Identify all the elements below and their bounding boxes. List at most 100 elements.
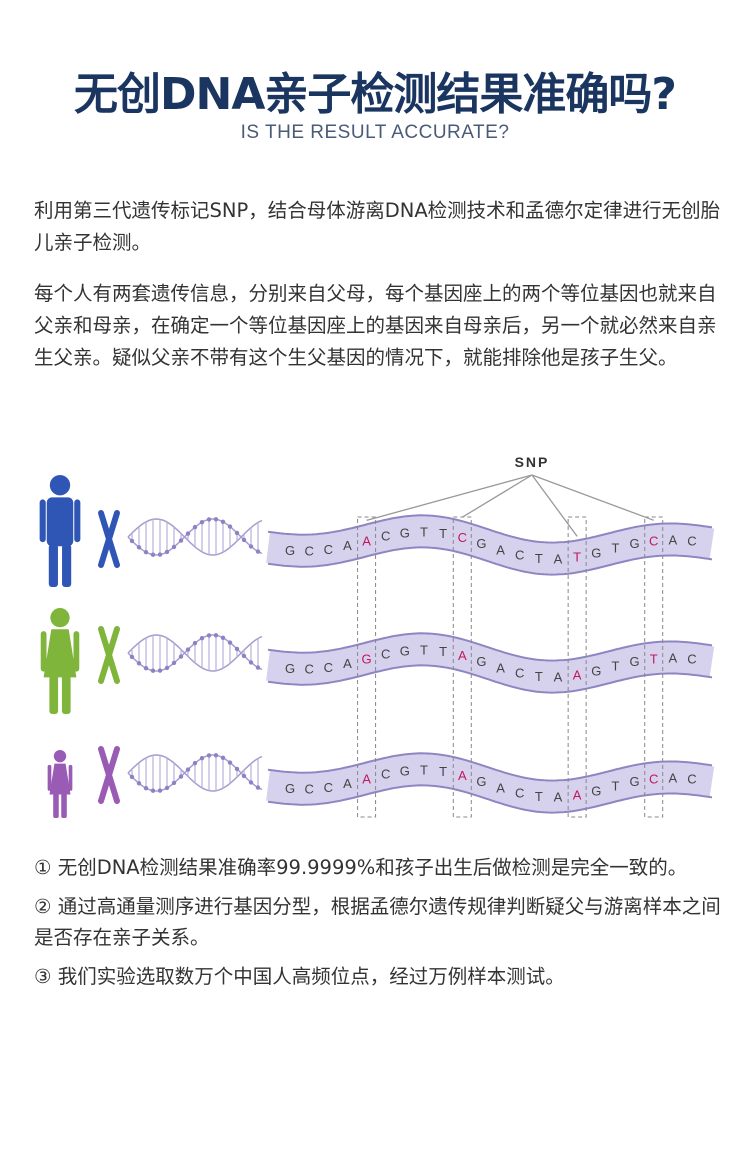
intro-paragraph: 利用第三代遗传标记SNP，结合母体游离DNA检测技术和孟德尔定律进行无创胎儿亲子… bbox=[34, 199, 721, 254]
base-letter: G bbox=[630, 654, 640, 669]
father-silhouette bbox=[39, 475, 81, 587]
base-letter: T bbox=[535, 551, 543, 566]
base-letter: A bbox=[496, 542, 505, 557]
base-letter: T bbox=[439, 764, 447, 779]
base-letter: T bbox=[535, 789, 543, 804]
base-letter: A bbox=[343, 656, 352, 671]
base-letter: A bbox=[669, 770, 678, 785]
base-letter: C bbox=[515, 548, 524, 563]
people-silhouettes bbox=[39, 475, 81, 818]
base-letter: C bbox=[381, 767, 390, 782]
explanation-paragraph: 每个人有两套遗传信息，分别来自父母，每个基因座上的两个等位基因也就来自父亲和母亲… bbox=[34, 282, 717, 369]
base-letter: A bbox=[458, 768, 467, 783]
base-letter: T bbox=[439, 526, 447, 541]
base-letter: T bbox=[611, 541, 619, 556]
note-marker: ③ bbox=[34, 965, 52, 988]
base-letter: A bbox=[496, 660, 505, 675]
base-letter: G bbox=[630, 536, 640, 551]
base-letter: G bbox=[591, 663, 601, 678]
base-letter: T bbox=[420, 524, 428, 539]
base-letter: A bbox=[362, 771, 371, 786]
snp-pointer-line bbox=[531, 474, 578, 537]
note-text: 无创DNA检测结果准确率99.9999%和孩子出生后做检测是完全一致的。 bbox=[57, 856, 688, 879]
base-letter: A bbox=[669, 650, 678, 665]
base-letter: G bbox=[285, 781, 295, 796]
base-letter: T bbox=[420, 642, 428, 657]
snp-box bbox=[644, 516, 664, 818]
base-letter: C bbox=[324, 542, 333, 557]
base-letter: G bbox=[285, 661, 295, 676]
dna-helix bbox=[127, 517, 263, 557]
base-letter: G bbox=[591, 783, 601, 798]
base-letter: C bbox=[687, 534, 696, 549]
child-silhouette bbox=[47, 750, 73, 818]
base-letter: C bbox=[458, 530, 467, 545]
mother-silhouette bbox=[40, 608, 80, 714]
note-text: 我们实验选取数万个中国人高频位点，经过万例样本测试。 bbox=[57, 965, 565, 988]
base-letter: T bbox=[420, 762, 428, 777]
base-letter: C bbox=[304, 544, 313, 559]
base-letter: C bbox=[649, 771, 658, 786]
snp-pointer-line bbox=[461, 474, 533, 518]
base-letter: C bbox=[515, 666, 524, 681]
base-letter: C bbox=[381, 529, 390, 544]
base-letter: C bbox=[687, 652, 696, 667]
base-letter: A bbox=[554, 789, 563, 804]
base-letter: A bbox=[669, 532, 678, 547]
base-letter: G bbox=[476, 654, 486, 669]
page-title: 无创DNA亲子检测结果准确吗? bbox=[74, 69, 677, 120]
base-letter: T bbox=[611, 779, 619, 794]
dna-helices bbox=[127, 517, 263, 793]
chromosomes bbox=[98, 510, 120, 804]
base-letter: A bbox=[573, 667, 582, 682]
father-chromosome bbox=[98, 510, 120, 568]
note-item-1: ① 无创DNA检测结果准确率99.9999%和孩子出生后做检测是完全一致的。 bbox=[34, 852, 724, 883]
snp-box bbox=[567, 516, 587, 818]
base-letter: G bbox=[476, 536, 486, 551]
notes-list: ① 无创DNA检测结果准确率99.9999%和孩子出生后做检测是完全一致的。 ②… bbox=[34, 852, 724, 1000]
snp-pointer-line bbox=[531, 474, 654, 521]
base-letter: C bbox=[324, 660, 333, 675]
note-marker: ① bbox=[34, 856, 52, 879]
base-letter: A bbox=[343, 776, 352, 791]
base-letter: T bbox=[573, 549, 581, 564]
base-letter: A bbox=[554, 551, 563, 566]
mother-chromosome bbox=[98, 626, 120, 684]
note-item-3: ③ 我们实验选取数万个中国人高频位点，经过万例样本测试。 bbox=[34, 961, 724, 992]
base-letter: G bbox=[476, 774, 486, 789]
note-text: 通过高通量测序进行基因分型，根据孟德尔遗传规律判断疑父与游离样本之间是否存在亲子… bbox=[34, 895, 721, 949]
note-marker: ② bbox=[34, 895, 52, 918]
child-chromosome bbox=[98, 746, 120, 804]
base-letter: C bbox=[304, 782, 313, 797]
base-letter: A bbox=[554, 669, 563, 684]
base-letter: G bbox=[400, 525, 410, 540]
base-letter: G bbox=[400, 763, 410, 778]
dna-helix bbox=[127, 633, 263, 673]
base-letter: C bbox=[515, 786, 524, 801]
base-letter: G bbox=[285, 543, 295, 558]
base-letter: A bbox=[573, 787, 582, 802]
snp-pointer-line bbox=[366, 474, 533, 522]
dna-helix bbox=[127, 753, 263, 793]
note-item-2: ② 通过高通量测序进行基因分型，根据孟德尔遗传规律判断疑父与游离样本之间是否存在… bbox=[34, 891, 724, 953]
page-subtitle: IS THE RESULT ACCURATE? bbox=[240, 122, 510, 143]
base-letter: C bbox=[649, 533, 658, 548]
snp-box bbox=[357, 516, 377, 818]
base-letter: T bbox=[611, 659, 619, 674]
base-letter: A bbox=[458, 648, 467, 663]
snp-label: SNP bbox=[515, 454, 550, 470]
base-letter: T bbox=[535, 669, 543, 684]
base-letter: G bbox=[591, 545, 601, 560]
base-letter: C bbox=[304, 662, 313, 677]
base-letter: T bbox=[650, 651, 658, 666]
snp-pointers bbox=[366, 474, 654, 537]
base-letter: A bbox=[362, 533, 371, 548]
base-letter: C bbox=[687, 772, 696, 787]
base-letter: G bbox=[630, 774, 640, 789]
base-letter: C bbox=[324, 780, 333, 795]
